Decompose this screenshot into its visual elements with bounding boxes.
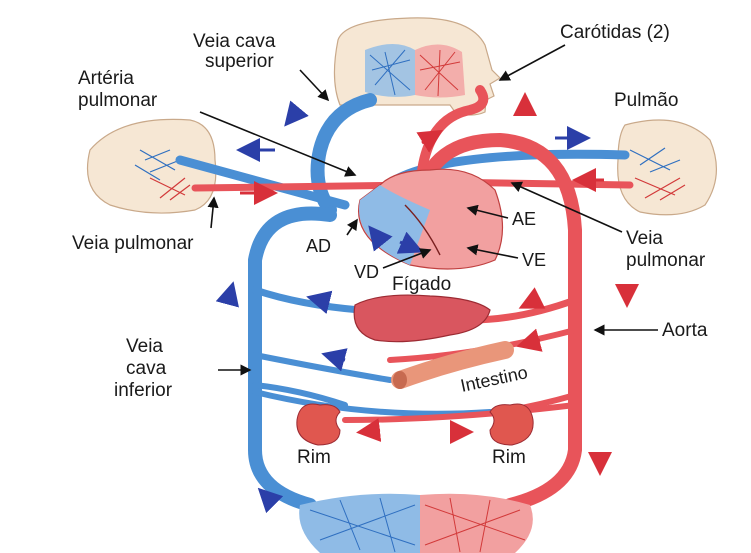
- label-veia-cava-superior-line2: superior: [205, 51, 274, 72]
- label-vd: VD: [354, 262, 379, 282]
- label-veia-pulmonar-right-line2: pulmonar: [626, 250, 706, 271]
- label-veia-cava-inferior-line3: inferior: [114, 380, 173, 401]
- label-arteria-pulmonar-line1: Artéria: [78, 68, 134, 89]
- label-ae: AE: [512, 209, 536, 229]
- label-rim-left: Rim: [297, 447, 331, 468]
- label-veia-cava-superior-line1: Veia cava: [193, 31, 276, 52]
- lower-body-capillaries: [299, 494, 533, 553]
- label-figado: Fígado: [392, 274, 451, 295]
- label-arteria-pulmonar-line2: pulmonar: [78, 90, 158, 111]
- label-veia-cava-inferior-line2: cava: [126, 358, 167, 379]
- label-veia-cava-inferior-line1: Veia: [126, 336, 163, 357]
- label-rim-right: Rim: [492, 447, 526, 468]
- label-veia-pulmonar-left: Veia pulmonar: [72, 233, 194, 254]
- lung-right: [618, 120, 717, 215]
- label-ve: VE: [522, 250, 546, 270]
- liver: [354, 295, 490, 342]
- label-ad: AD: [306, 236, 331, 256]
- heart: [359, 169, 503, 269]
- kidney-left: [297, 404, 340, 445]
- label-pulmao: Pulmão: [614, 90, 678, 111]
- label-veia-pulmonar-right-line1: Veia: [626, 228, 663, 249]
- label-carotidas: Carótidas (2): [560, 22, 670, 43]
- kidney-right: [490, 404, 533, 445]
- label-aorta: Aorta: [662, 320, 708, 341]
